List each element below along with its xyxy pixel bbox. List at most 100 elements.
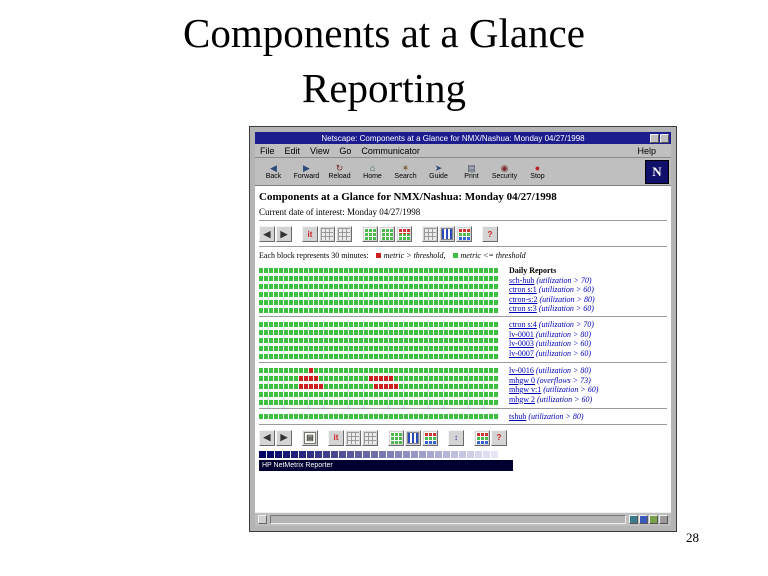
netscape-logo[interactable]: N (645, 159, 669, 184)
reload-button[interactable]: ↻Reload (323, 159, 356, 184)
component-bar (629, 515, 668, 524)
blank-grid-view-icon[interactable] (422, 226, 438, 242)
report-link-lv-0016[interactable]: lv-0016 (utilization > 80) (509, 366, 591, 375)
report-link-mhgw-v-1[interactable]: mhgw v:1 (utilization > 60) (509, 385, 598, 394)
menu-communicator[interactable]: Communicator (361, 145, 420, 156)
ok-block (294, 383, 298, 389)
next-day-icon[interactable]: ▶ (276, 226, 292, 242)
report-name: mhgw 0 (509, 375, 535, 385)
security-lock-icon[interactable] (258, 515, 267, 524)
ok-block (399, 337, 403, 343)
report-group-2: ctron s:4 (utilization > 70)lv-0001 (uti… (259, 320, 667, 360)
ok-block (354, 367, 358, 373)
sort-updown-icon[interactable]: ↕ (448, 429, 464, 446)
report-link-lv-0003[interactable]: lv-0003 (utilization > 60) (509, 339, 591, 348)
week-view-icon[interactable] (345, 429, 361, 446)
home-button[interactable]: ⌂Home (356, 159, 389, 184)
ok-block (384, 367, 388, 373)
block-row (259, 306, 501, 314)
security-button[interactable]: ◉Security (488, 159, 521, 184)
block-grid (259, 366, 501, 406)
ok-block (289, 391, 293, 397)
report-link-sch-hub[interactable]: sch-hub (utilization > 70) (509, 276, 592, 285)
stop-button[interactable]: ●Stop (521, 159, 554, 184)
icon-spacer (465, 437, 473, 438)
ok-block (344, 267, 348, 273)
ok-block (264, 283, 268, 289)
chart-view-icon[interactable] (439, 226, 455, 242)
ok-block (344, 345, 348, 351)
menu-edit[interactable]: Edit (284, 145, 301, 156)
guide-button[interactable]: ➤Guide (422, 159, 455, 184)
window-title-bar[interactable]: Netscape: Components at a Glance for NMX… (255, 132, 671, 144)
multi-metric-view-2-icon[interactable] (474, 429, 490, 446)
ok-block (369, 283, 373, 289)
component-icon-1[interactable] (629, 515, 638, 524)
report-link-lv-0001[interactable]: lv-0001 (utilization > 80) (509, 330, 591, 339)
ok-block (269, 307, 273, 313)
print-button[interactable]: ▤Print (455, 159, 488, 184)
ok-block (359, 321, 363, 327)
maximize-button[interactable] (660, 133, 669, 143)
ok-block (339, 353, 343, 359)
report-link-ctron-s-2[interactable]: ctron-s:2 (utilization > 80) (509, 295, 595, 304)
menu-view[interactable]: View (310, 145, 330, 156)
component-icon-2[interactable] (639, 515, 648, 524)
prev-day-icon[interactable]: ◀ (259, 429, 275, 446)
component-icon-4[interactable] (659, 515, 668, 524)
report-doc-icon[interactable]: ▤ (302, 429, 318, 446)
alert-grid-view-icon[interactable] (396, 226, 412, 242)
ok-block (429, 399, 433, 405)
ok-grid-view-icon[interactable] (388, 429, 404, 446)
ok-block (489, 345, 493, 351)
today-view-icon[interactable]: it (328, 429, 344, 446)
ok-block (429, 291, 433, 297)
ok-block (314, 399, 318, 405)
ok-block (439, 399, 443, 405)
today-view-icon[interactable]: it (302, 226, 318, 242)
ok-block (484, 283, 488, 289)
ok-block (319, 399, 323, 405)
multi-metric-view-icon[interactable] (422, 429, 438, 446)
month-view-icon[interactable] (362, 429, 378, 446)
ok-block (314, 353, 318, 359)
ok-grid-view-icon[interactable] (362, 226, 378, 242)
week-view-icon[interactable] (319, 226, 335, 242)
report-link-tshub[interactable]: tshub (utilization > 80) (509, 412, 584, 421)
multi-metric-view-icon[interactable] (456, 226, 472, 242)
report-link-mhgw-2[interactable]: mhgw 2 (utilization > 60) (509, 395, 592, 404)
month-view-icon[interactable] (336, 226, 352, 242)
ok-block (454, 329, 458, 335)
ok-block (444, 275, 448, 281)
minimize-button[interactable] (650, 133, 659, 143)
ok-block (404, 307, 408, 313)
ok-block (379, 321, 383, 327)
report-link-ctron-s-3[interactable]: ctron s:3 (utilization > 60) (509, 304, 594, 313)
report-link-mhgw-0[interactable]: mhgw 0 (overflows > 73) (509, 376, 591, 385)
report-link-ctron-s-4[interactable]: ctron s:4 (utilization > 70) (509, 320, 594, 329)
report-link-lv-0007[interactable]: lv-0007 (utilization > 60) (509, 349, 591, 358)
prev-day-icon[interactable]: ◀ (259, 226, 275, 242)
search-button[interactable]: ✶Search (389, 159, 422, 184)
ok-block (264, 299, 268, 305)
chart-view-icon[interactable] (405, 429, 421, 446)
component-icon-3[interactable] (649, 515, 658, 524)
menu-file[interactable]: File (260, 145, 275, 156)
forward-button[interactable]: ▶Forward (290, 159, 323, 184)
ok-block (459, 337, 463, 343)
ok-block (319, 299, 323, 305)
summary-grid-view-icon[interactable] (379, 226, 395, 242)
report-link-ctron-s-1[interactable]: ctron s:1 (utilization > 60) (509, 285, 594, 294)
ok-block (459, 413, 463, 419)
ok-block (404, 367, 408, 373)
menu-go[interactable]: Go (339, 145, 352, 156)
menu-help[interactable]: Help (637, 145, 656, 156)
back-button[interactable]: ◀Back (257, 159, 290, 184)
ok-block (479, 329, 483, 335)
ok-block (354, 329, 358, 335)
help-icon[interactable]: ? (482, 226, 498, 242)
next-day-icon[interactable]: ▶ (276, 429, 292, 446)
ok-block (484, 353, 488, 359)
help-icon[interactable]: ? (491, 429, 507, 446)
guide-label: Guide (429, 173, 448, 180)
